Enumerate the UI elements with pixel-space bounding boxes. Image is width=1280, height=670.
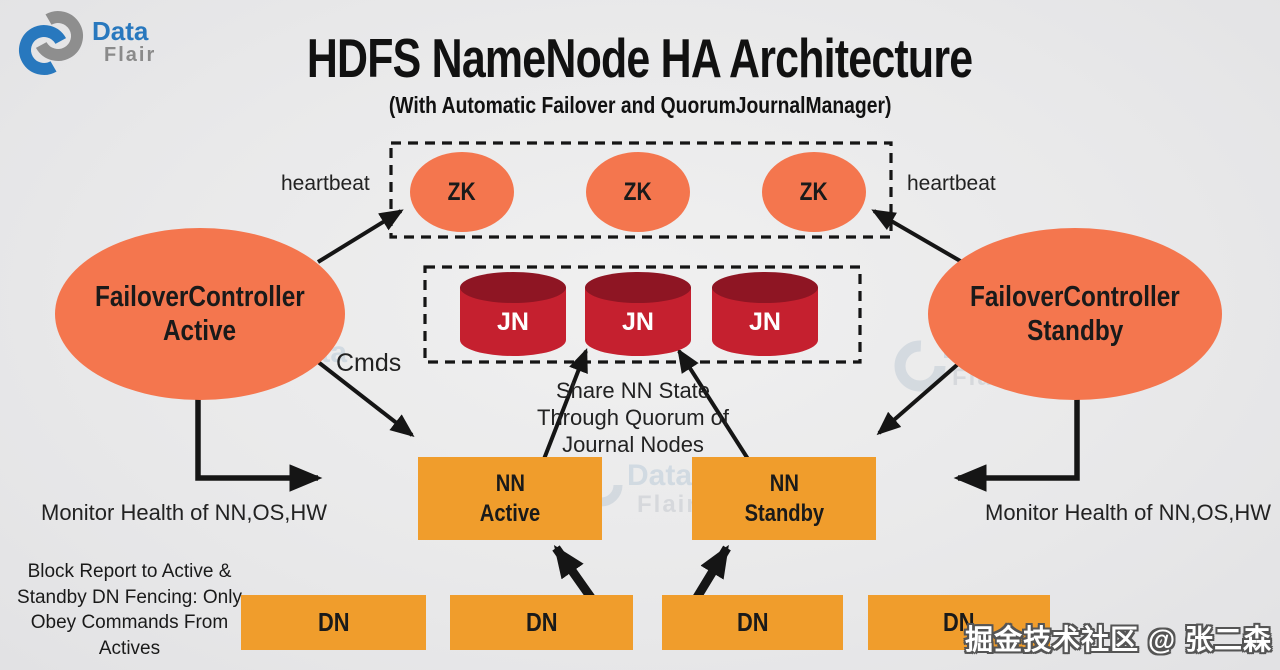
community-watermark: 掘金技术社区 @ 张二森 [965, 624, 1272, 655]
nn-active-to-journal-arrow [542, 348, 588, 460]
share-state-line: Journal Nodes [562, 432, 704, 457]
journal-node-label: JN [497, 308, 529, 336]
monitor-health-label-right: Monitor Health of NN,OS,HW [985, 500, 1272, 525]
zookeeper-node-1: ZK [410, 152, 514, 232]
journal-node-label: JN [622, 308, 654, 336]
datanode-3: DN [662, 595, 843, 650]
journalnode-group-border [423, 265, 862, 364]
monitor-health-label-left: Monitor Health of NN,OS,HW [41, 500, 328, 525]
cmds-label: Cmds [336, 349, 402, 377]
journal-node-2: JN [585, 272, 691, 356]
datanode-1: DN [241, 595, 426, 650]
dataflair-logo: Data Flair [14, 6, 184, 86]
page-subtitle: (With Automatic Failover and QuorumJourn… [388, 92, 892, 118]
cmds-arrow-left [311, 356, 415, 437]
zookeeper-node-3: ZK [762, 152, 866, 232]
journal-node-1: JN [460, 272, 566, 356]
heartbeat-arrow-right [871, 209, 964, 264]
logo-word-data: Data [92, 16, 149, 46]
datanode-2: DN [450, 595, 633, 650]
cmds-arrow-right [876, 356, 967, 436]
block-report-line: Standby DN Fencing: Only [17, 586, 242, 608]
heartbeat-arrow-left [316, 209, 404, 264]
heartbeat-label-right: heartbeat [907, 172, 996, 195]
share-state-label: Share NN State Through Quorum of Journal… [508, 377, 758, 458]
page-title: HDFS NameNode HA Architecture [307, 27, 973, 89]
share-state-line: Through Quorum of [537, 405, 729, 430]
dn-to-nn-active-arrow [552, 545, 596, 602]
zookeeper-node-2: ZK [586, 152, 690, 232]
logo-word-flair: Flair [104, 44, 157, 66]
dataflair-logo-icon [18, 10, 83, 75]
block-report-line: Block Report to Active & [27, 561, 232, 582]
block-report-label: Block Report to Active & Standby DN Fenc… [12, 559, 247, 661]
nn-standby-to-journal-arrow [677, 348, 750, 461]
dn-to-nn-standby-arrow [692, 544, 731, 602]
monitor-health-arrow-left [195, 394, 323, 492]
share-state-line: Share NN State [555, 378, 711, 403]
block-report-line: Actives [98, 637, 161, 659]
journal-node-3: JN [712, 272, 818, 356]
cylinder-top [712, 272, 818, 303]
cylinder-top [585, 272, 691, 303]
zookeeper-group-border [389, 141, 893, 239]
datanode-4: DN [868, 595, 1050, 650]
block-report-line: Obey Commands From [30, 612, 229, 633]
cylinder-top [460, 272, 566, 303]
monitor-health-arrow-right [953, 394, 1080, 492]
heartbeat-label-left: heartbeat [281, 172, 370, 195]
journal-node-label: JN [749, 308, 781, 336]
